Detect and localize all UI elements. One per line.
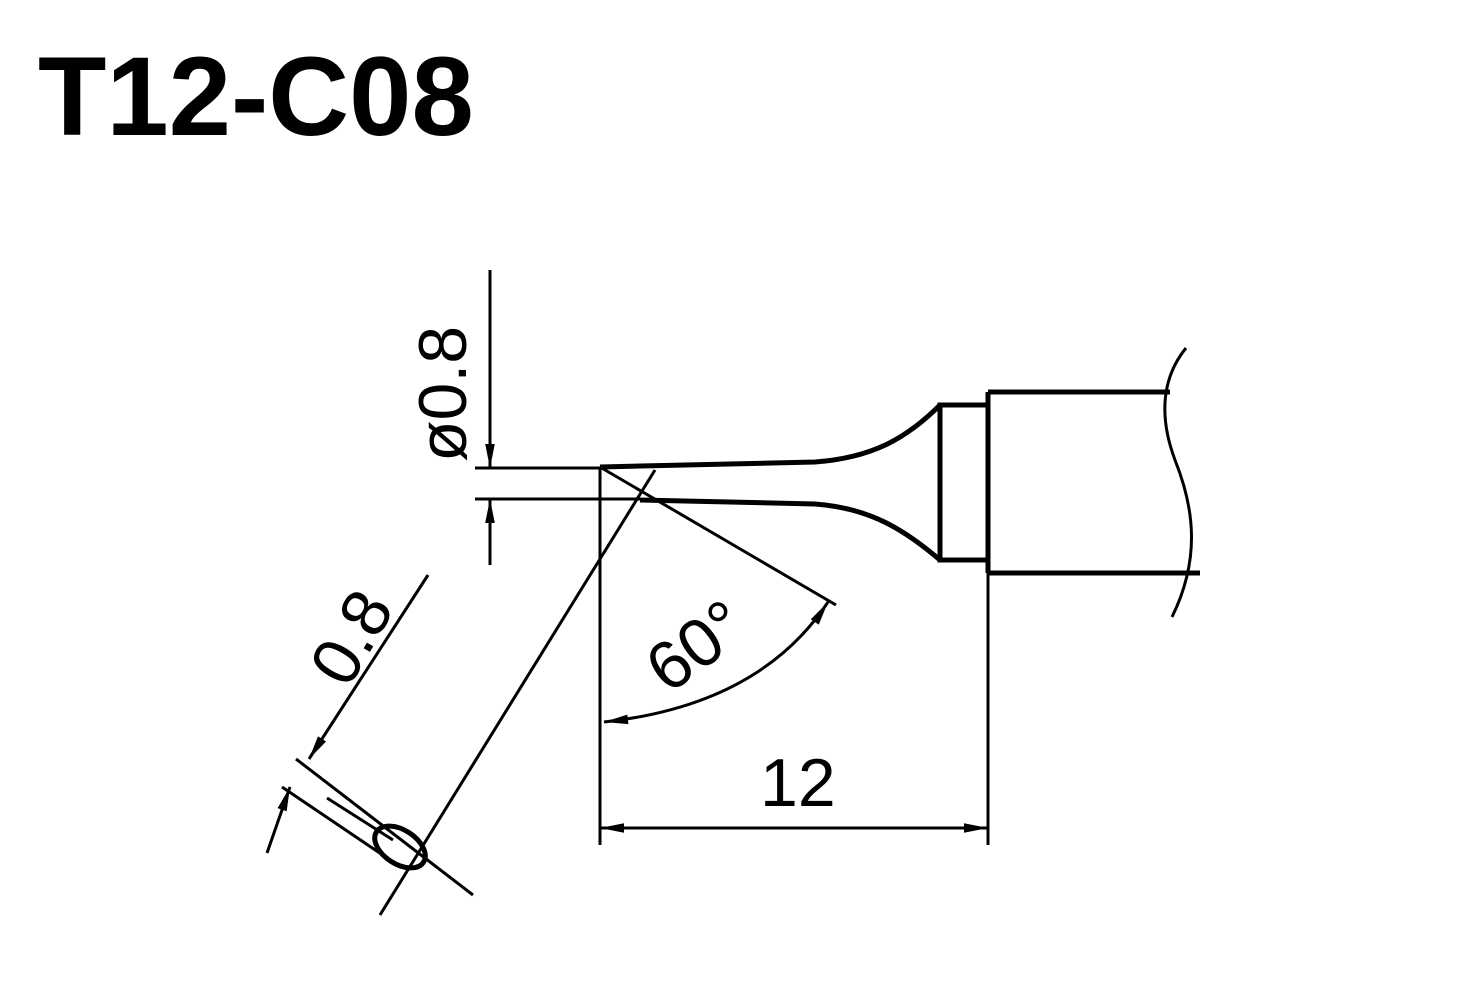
tip-outline <box>599 347 1200 618</box>
diameter-dimension: ø0.8 <box>405 270 640 565</box>
model-title: T12-C08 <box>38 34 474 159</box>
bevel-detail: 0.8 <box>265 469 657 916</box>
angle-label: 60° <box>632 585 760 707</box>
length-label: 12 <box>760 745 836 821</box>
bevel-label: 0.8 <box>295 578 408 698</box>
length-dimension: 12 <box>600 573 990 845</box>
diameter-label: ø0.8 <box>405 326 481 462</box>
